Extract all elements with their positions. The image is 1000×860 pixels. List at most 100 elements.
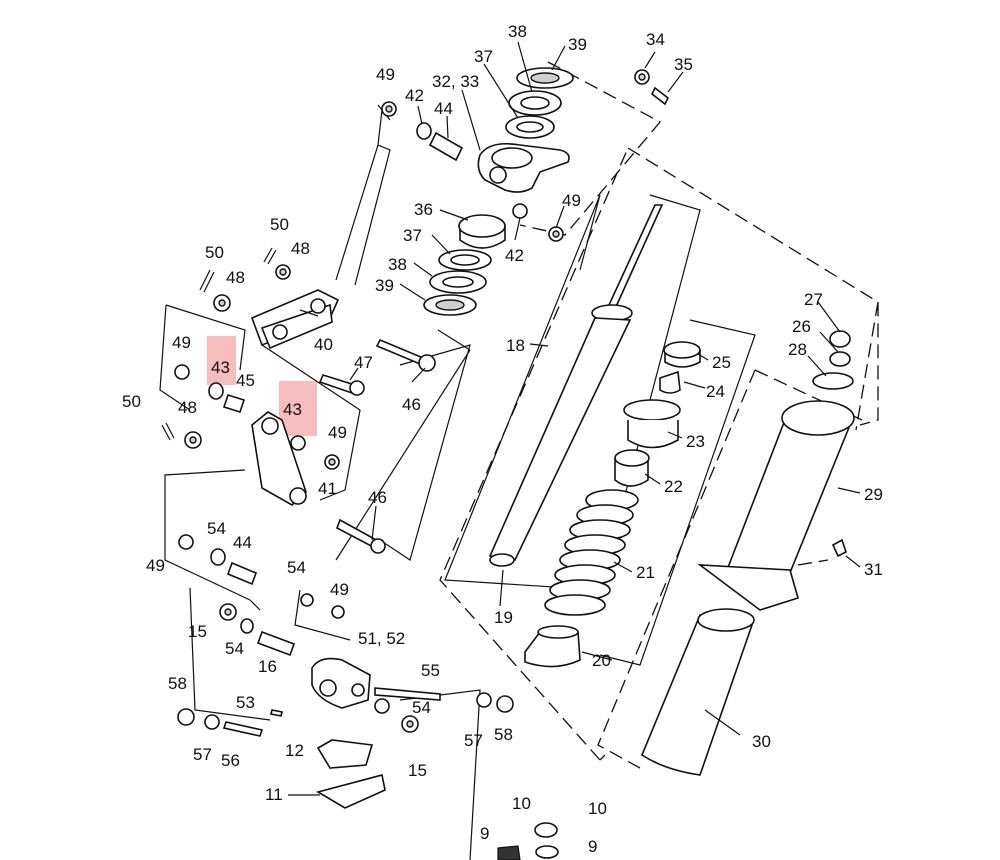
callout-55: 55 [421, 661, 440, 680]
callout-38: 38 [508, 22, 527, 41]
coil-spring [544, 489, 639, 616]
callout-48: 48 [226, 268, 245, 287]
bolt-31 [831, 538, 847, 558]
callout-10: 10 [588, 799, 607, 818]
bracket-outline-spring-right [599, 319, 756, 666]
damper-top-parts [614, 341, 701, 487]
callout-36: 36 [414, 200, 433, 219]
callout-27: 27 [804, 290, 823, 309]
callout-18: 18 [506, 336, 525, 355]
callout-43: 43 [283, 400, 302, 419]
callout-45: 45 [236, 371, 255, 390]
callout-41: 41 [318, 479, 337, 498]
callout-19: 19 [494, 608, 513, 627]
callout-49: 49 [328, 423, 347, 442]
callout-57: 57 [464, 731, 483, 750]
callout-54: 54 [412, 698, 431, 717]
dashed-outline-outer [439, 61, 879, 761]
upper-link-plates [213, 264, 340, 350]
bracket-outline-link-right [261, 344, 471, 561]
callout-42: 42 [405, 86, 424, 105]
callout-30: 30 [752, 732, 771, 751]
callout-20: 20 [592, 651, 611, 670]
top-bearing-stack [505, 67, 574, 139]
callout-23: 23 [686, 432, 705, 451]
callout-26: 26 [792, 317, 811, 336]
callout-34: 34 [646, 30, 665, 49]
highlight-part-43-right [279, 381, 317, 436]
callout-42: 42 [505, 246, 524, 265]
bolts-long [318, 338, 436, 554]
callout-49: 49 [562, 191, 581, 210]
callout-21: 21 [636, 563, 655, 582]
callout-40: 40 [314, 335, 333, 354]
spring-seat [524, 625, 581, 668]
bottom-mount [177, 657, 514, 737]
callout-46: 46 [402, 395, 421, 414]
callout-32-33: 32, 33 [432, 72, 479, 91]
callout-10: 10 [512, 794, 531, 813]
bracket-outline-upper [335, 104, 391, 286]
callout-49: 49 [376, 65, 395, 84]
link-bushings [174, 364, 345, 657]
callout-50: 50 [205, 243, 224, 262]
dashed-outline-inner [597, 369, 863, 769]
callout-53: 53 [236, 693, 255, 712]
callout-9: 9 [480, 824, 489, 843]
bracket-outline-spring [444, 194, 701, 591]
callout-15: 15 [188, 622, 207, 641]
lower-bearing-stack [423, 214, 506, 316]
callout-39: 39 [375, 276, 394, 295]
callout-15: 15 [408, 761, 427, 780]
callout-48: 48 [178, 398, 197, 417]
center-axis-line [335, 329, 471, 561]
callout-25: 25 [712, 353, 731, 372]
callout-28: 28 [788, 340, 807, 359]
callout-35: 35 [674, 55, 693, 74]
callout-50: 50 [122, 392, 141, 411]
callout-46: 46 [368, 488, 387, 507]
callout-31: 31 [864, 560, 883, 579]
callout-44: 44 [434, 99, 453, 118]
callout-29: 29 [864, 485, 883, 504]
dashed-outline-cylinder [599, 559, 829, 761]
callout-37: 37 [474, 47, 493, 66]
callout-50: 50 [270, 215, 289, 234]
bottom-nuts [497, 822, 559, 860]
callout-48: 48 [291, 239, 310, 258]
callout-12: 12 [285, 741, 304, 760]
leader-lines [288, 41, 861, 796]
steering-head-yoke [477, 142, 570, 193]
callout-16: 16 [258, 657, 277, 676]
callout-24: 24 [706, 382, 725, 401]
callout-39: 39 [568, 35, 587, 54]
callout-54: 54 [207, 519, 226, 538]
callout-51-52: 51, 52 [358, 629, 405, 648]
callout-38: 38 [388, 255, 407, 274]
cover-upper [697, 330, 855, 611]
callout-57: 57 [193, 745, 212, 764]
cotter-pins [161, 247, 277, 441]
callout-49: 49 [330, 580, 349, 599]
callout-58: 58 [168, 674, 187, 693]
bracket-outline-link-left [159, 304, 251, 601]
guard-parts [315, 739, 386, 809]
highlight-part-43-left [207, 336, 236, 385]
callout-58: 58 [494, 725, 513, 744]
bracket-outline-lower [189, 587, 481, 860]
callout-11: 11 [265, 785, 283, 804]
callout-37: 37 [403, 226, 422, 245]
callout-43: 43 [211, 358, 230, 377]
cover-lower [641, 608, 755, 776]
callout-54: 54 [225, 639, 244, 658]
callout-9: 9 [588, 837, 597, 856]
callout-56: 56 [221, 751, 240, 770]
callout-49: 49 [146, 556, 165, 575]
callout-47: 47 [354, 353, 373, 372]
callout-49: 49 [172, 333, 191, 352]
callout-54: 54 [287, 558, 306, 577]
lower-link-arm [251, 411, 307, 506]
callout-labels: 38 39 34 35 49 37 32, 33 42 44 49 42 36 … [122, 22, 883, 856]
callout-22: 22 [664, 477, 683, 496]
